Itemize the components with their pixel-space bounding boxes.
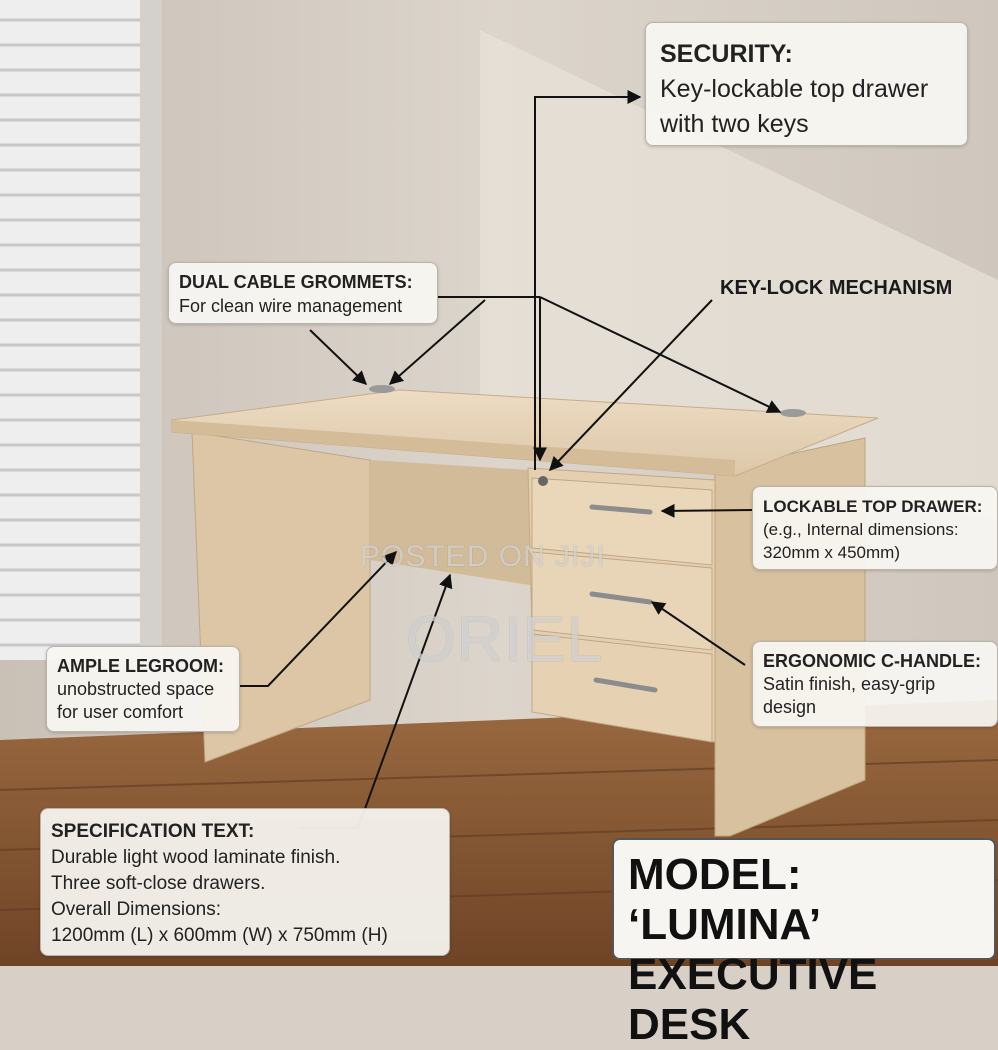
keylock-label: KEY-LOCK MECHANISM: [720, 277, 953, 299]
handle-callout: ERGONOMIC C-HANDLE: Satin finish, easy-g…: [752, 641, 998, 727]
top-drawer-callout: LOCKABLE TOP DRAWER: (e.g., Internal dim…: [752, 486, 998, 570]
spec-callout: SPECIFICATION TEXT: Durable light wood l…: [40, 808, 450, 956]
grommets-callout: DUAL CABLE GROMMETS: For clean wire mana…: [168, 262, 438, 324]
legroom-heading: AMPLE LEGROOM:: [57, 656, 224, 676]
window-blinds: [0, 18, 160, 647]
security-line-2: with two keys: [660, 110, 809, 138]
top-drawer-heading: LOCKABLE TOP DRAWER:: [763, 497, 983, 516]
model-line-1: MODEL: ‘LUMINA’: [628, 850, 822, 949]
grommets-heading: DUAL CABLE GROMMETS:: [179, 272, 413, 292]
model-title-box: MODEL: ‘LUMINA’ EXECUTIVE DESK: [612, 838, 996, 1049]
spec-line-4: 1200mm (L) x 600mm (W) x 750mm (H): [51, 925, 388, 946]
legroom-line-2: for user comfort: [57, 702, 184, 722]
security-callout: SECURITY: Key-lockable top drawer with t…: [645, 22, 968, 146]
watermark-brand: ORIEL: [406, 603, 604, 675]
security-heading: SECURITY:: [660, 40, 793, 68]
grommets-line-1: For clean wire management: [179, 296, 403, 316]
top-drawer-line-1: (e.g., Internal dimensions:: [763, 520, 959, 539]
top-drawer-line-2: 320mm x 450mm): [763, 543, 900, 562]
legroom-callout: AMPLE LEGROOM: unobstructed space for us…: [46, 646, 240, 732]
spec-line-3: Overall Dimensions:: [51, 899, 221, 920]
handle-line-1: Satin finish, easy-grip: [763, 674, 936, 694]
watermark-posted: POSTED ON JIJI: [360, 540, 606, 573]
spec-line-2: Three soft-close drawers.: [51, 873, 266, 894]
security-line-1: Key-lockable top drawer: [660, 75, 929, 103]
handle-heading: ERGONOMIC C-HANDLE:: [763, 651, 981, 671]
spec-heading: SPECIFICATION TEXT:: [51, 821, 255, 842]
legroom-line-1: unobstructed space: [57, 679, 215, 699]
handle-line-2: design: [763, 697, 817, 717]
model-line-2: EXECUTIVE DESK: [628, 950, 878, 1049]
spec-line-1: Durable light wood laminate finish.: [51, 847, 341, 868]
